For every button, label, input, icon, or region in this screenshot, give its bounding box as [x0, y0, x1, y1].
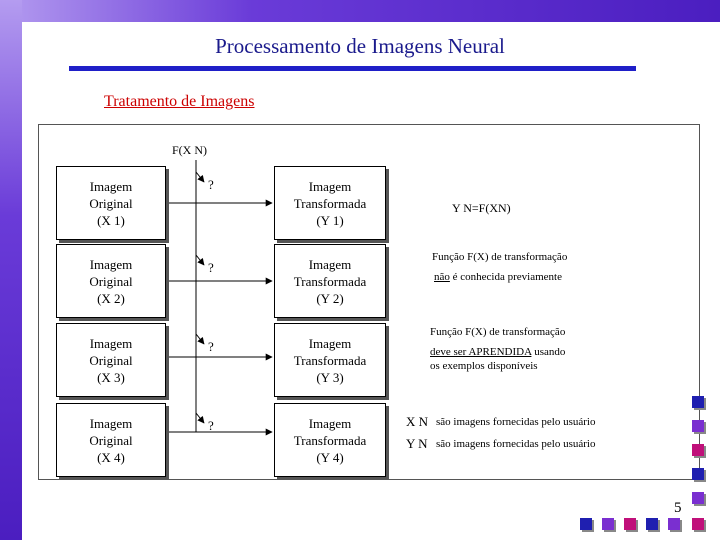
unknown-mark-1: ? — [208, 177, 214, 192]
note-learn-line3: os exemplos disponíveis — [430, 360, 538, 372]
function-label: F(X N) — [172, 143, 207, 157]
title-underline-bar — [69, 66, 636, 71]
yn-description: são imagens fornecidas pelo usuário — [436, 438, 596, 450]
top-gradient-band — [0, 0, 720, 22]
slide-subtitle: Tratamento de Imagens — [104, 93, 255, 110]
decor-square — [692, 444, 704, 456]
decor-square — [692, 468, 704, 480]
yn-equation: Y N=F(XN) — [452, 201, 511, 215]
slide-title: Processamento de Imagens Neural — [215, 34, 505, 58]
yn-label: Y N — [406, 436, 428, 451]
decor-square — [580, 518, 592, 530]
note-learn-line1: Função F(X) de transformação — [430, 326, 566, 338]
xn-description: são imagens fornecidas pelo usuário — [436, 416, 596, 428]
unknown-mark-3: ? — [208, 339, 214, 354]
note-unknown-line1: Função F(X) de transformação — [432, 251, 568, 263]
xn-label: X N — [406, 414, 429, 429]
decor-square — [624, 518, 636, 530]
page-number: 5 — [674, 500, 682, 516]
decor-square — [646, 518, 658, 530]
note-unknown-line2: não é conhecida previamente — [434, 271, 562, 283]
decor-square — [692, 420, 704, 432]
note-learn-line2: deve ser APRENDIDA usando — [430, 346, 566, 358]
unknown-mark-2: ? — [208, 260, 214, 275]
decor-square — [602, 518, 614, 530]
decor-square — [692, 518, 704, 530]
unknown-mark-4: ? — [208, 418, 214, 433]
decor-square — [692, 492, 704, 504]
decor-square — [692, 396, 704, 408]
left-gradient-band — [0, 0, 22, 540]
decor-square — [668, 518, 680, 530]
